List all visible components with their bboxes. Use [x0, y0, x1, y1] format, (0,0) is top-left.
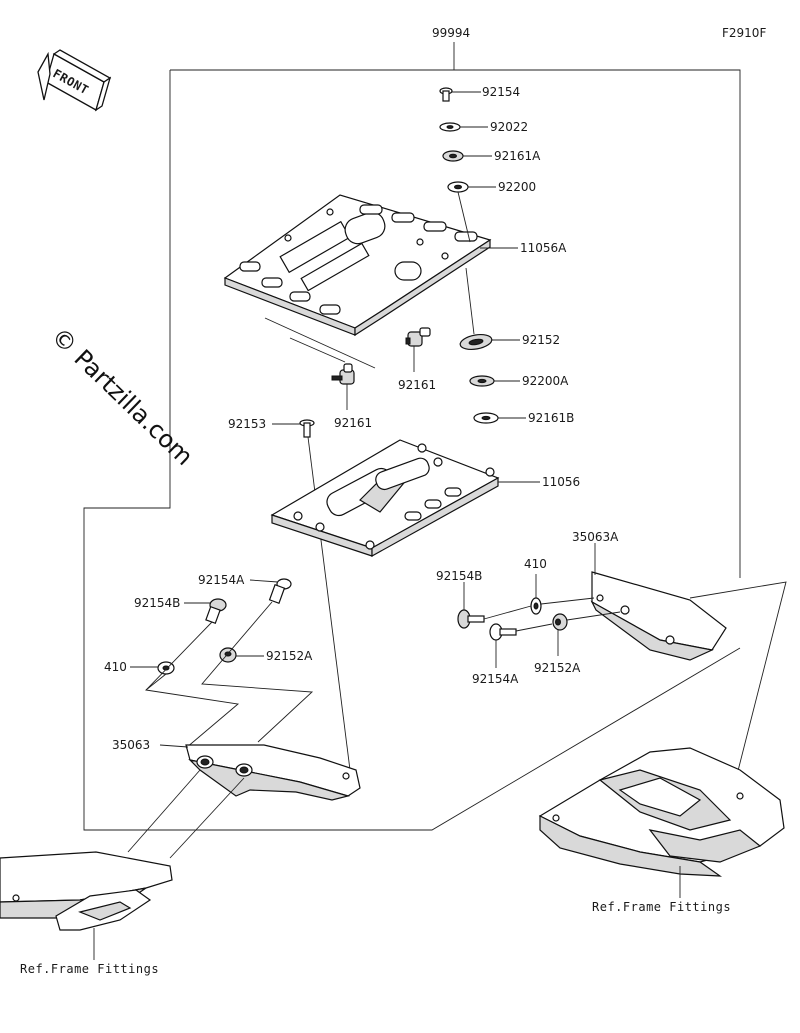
- washer-92161a-icon: [442, 150, 464, 162]
- plate-11056: [270, 439, 500, 558]
- label-92161-right: 92161: [398, 378, 436, 392]
- front-arrow-icon: FRONT: [37, 49, 112, 112]
- damper-92161-right-icon: [405, 327, 431, 347]
- label-35063: 35063: [112, 738, 150, 752]
- bolt-92153-icon: [299, 419, 315, 438]
- frame-fitting-left: [0, 851, 173, 931]
- washer-410-right-icon: [530, 597, 542, 615]
- washer-92200-icon: [447, 181, 469, 193]
- label-92154a-right: 92154A: [472, 672, 519, 686]
- assembly-boundary: [83, 42, 741, 831]
- label-92152a-right: 92152A: [534, 661, 581, 675]
- washer-92161b-icon: [473, 412, 499, 424]
- washer-92200a-icon: [469, 375, 495, 387]
- label-92161-left: 92161: [334, 416, 372, 430]
- label-92154b-right: 92154B: [436, 569, 482, 583]
- label-92152a-left: 92152A: [266, 649, 313, 663]
- bolt-92154b-left-icon: [205, 598, 227, 625]
- label-410-left: 410: [104, 660, 127, 674]
- label-92161a: 92161A: [494, 149, 541, 163]
- plate-11056a: [223, 194, 492, 337]
- ref-frame-fittings-left: Ref.Frame Fittings: [20, 962, 159, 976]
- label-92200: 92200: [498, 180, 536, 194]
- label-11056: 11056: [542, 475, 580, 489]
- bolt-92154-icon: [439, 87, 453, 102]
- bolt-92154a-right-icon: [489, 623, 517, 641]
- bolt-92154a-left-icon: [268, 578, 292, 604]
- label-92154b-left: 92154B: [134, 596, 180, 610]
- label-92022: 92022: [490, 120, 528, 134]
- label-11056a: 11056A: [520, 241, 567, 255]
- label-92153: 92153: [228, 417, 266, 431]
- label-92152: 92152: [522, 333, 560, 347]
- bracket-35063: [185, 744, 361, 801]
- label-92154: 92154: [482, 85, 520, 99]
- label-92161b: 92161B: [528, 411, 574, 425]
- label-92200a: 92200A: [522, 374, 569, 388]
- ref-frame-fittings-right: Ref.Frame Fittings: [592, 900, 731, 914]
- bracket-35063a: [590, 571, 727, 661]
- washer-92022-icon: [439, 122, 461, 132]
- assembly-number-label: 99994: [432, 26, 470, 40]
- bolt-92154b-right-icon: [457, 609, 485, 629]
- damper-92161-left-icon: [331, 363, 355, 385]
- watermark: © Partzilla.com: [46, 322, 199, 471]
- label-35063a: 35063A: [572, 530, 619, 544]
- collar-92152a-right-icon: [552, 613, 568, 631]
- frame-fitting-right: [538, 747, 785, 877]
- label-410-right: 410: [524, 557, 547, 571]
- label-92154a-left: 92154A: [198, 573, 245, 587]
- grommet-92152-icon: [459, 333, 493, 351]
- figure-code-label: F2910F: [722, 26, 766, 40]
